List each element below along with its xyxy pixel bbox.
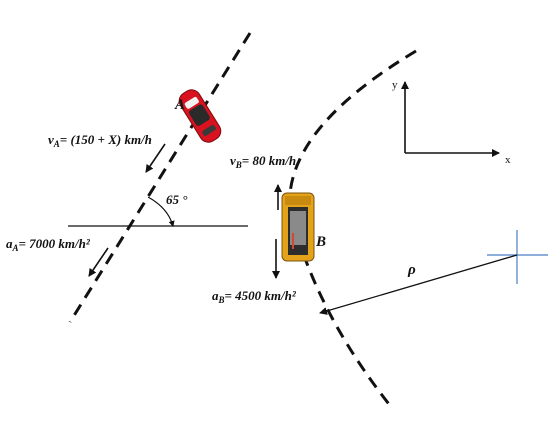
velocity-a-label: vA= (150 + X) km/h	[48, 132, 152, 149]
car-a-label: A	[174, 97, 185, 113]
car-b-icon	[281, 192, 315, 262]
car-a-icon	[178, 89, 222, 143]
acceleration-b-label: aB= 4500 km/h²	[212, 288, 297, 305]
y-axis-label: y	[392, 79, 398, 91]
radius-arrow	[319, 254, 518, 315]
x-axis-label: x	[505, 154, 511, 166]
velocity-arrow-a	[145, 143, 166, 173]
acceleration-arrow-a	[88, 247, 109, 277]
car-b-label: B	[315, 234, 326, 250]
angle-label: 65 °	[166, 192, 188, 207]
velocity-b-label: vB= 80 km/h	[230, 153, 296, 170]
path-a-dashed-line	[68, 32, 252, 323]
angle-arc	[147, 196, 175, 227]
acceleration-a-label: aA= 7000 km/h²	[6, 236, 91, 253]
radius-label: ρ	[407, 262, 416, 278]
